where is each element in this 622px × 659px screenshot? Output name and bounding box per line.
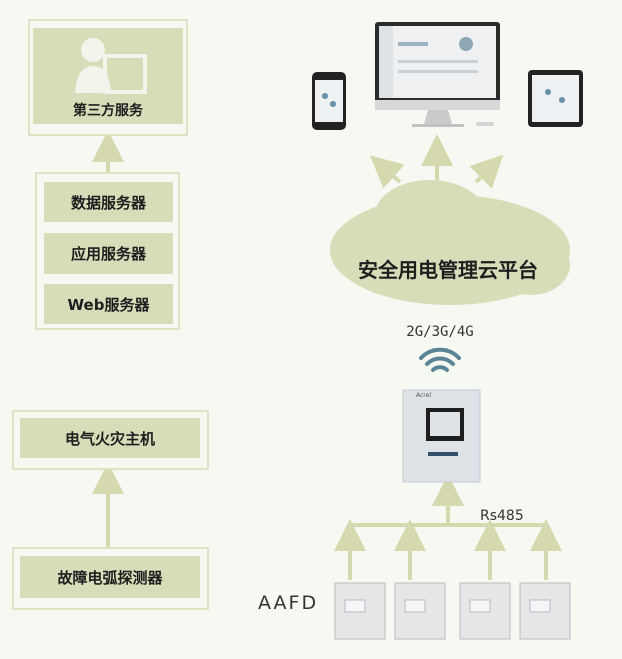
fire-cabinet-image [402, 389, 481, 483]
phone-icon [312, 72, 346, 130]
arrow-cloud-to-tablet [469, 154, 504, 189]
data-server: 数据服务器 [44, 182, 173, 222]
fire-host-label: 电气火灾主机 [20, 418, 200, 458]
cabinet-brand: Acrel [416, 392, 431, 399]
cloud-shape [330, 180, 570, 305]
web-server: Web服务器 [44, 284, 173, 324]
user-screen-icon [75, 38, 147, 94]
arrow-cloud-to-phone [370, 155, 405, 189]
third-party-label: 第三方服务 [73, 103, 143, 119]
detector-label: 故障电弧探测器 [20, 556, 200, 598]
wifi-icon [419, 347, 461, 372]
tablet-icon [528, 70, 583, 127]
rs485-label: Rs485 [480, 508, 524, 524]
app-server: 应用服务器 [44, 233, 173, 274]
third-party-fill: 第三方服务 [33, 28, 183, 124]
network-label: 2G/3G/4G [406, 324, 474, 340]
cloud-platform-label: 安全用电管理云平台 [358, 258, 538, 282]
aafd-devices [334, 582, 571, 640]
monitor-icon [375, 22, 500, 127]
aafd-label: AAFD [258, 592, 319, 614]
